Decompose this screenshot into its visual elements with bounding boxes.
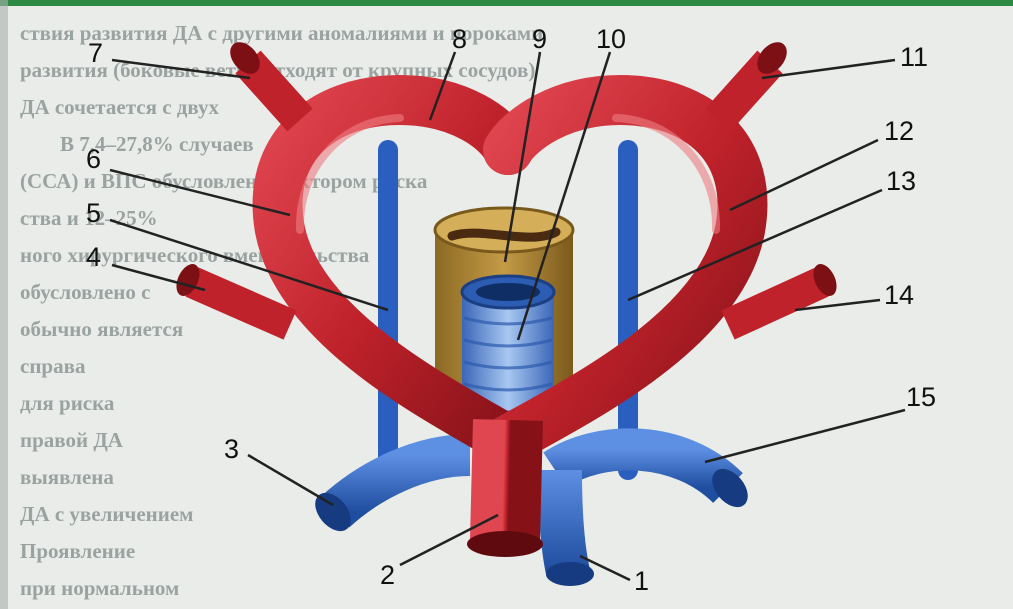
label-4: 4 bbox=[86, 242, 101, 272]
label-5: 5 bbox=[86, 198, 101, 228]
label-1: 1 bbox=[634, 566, 649, 596]
label-15: 15 bbox=[906, 382, 936, 412]
label-13: 13 bbox=[886, 166, 916, 196]
label-9: 9 bbox=[532, 24, 547, 54]
label-14: 14 bbox=[884, 280, 914, 310]
label-2: 2 bbox=[380, 560, 395, 590]
label-11: 11 bbox=[900, 42, 928, 72]
label-10: 10 bbox=[596, 24, 626, 54]
label-3: 3 bbox=[224, 434, 239, 464]
label-7: 7 bbox=[88, 38, 103, 68]
label-12: 12 bbox=[884, 116, 914, 146]
label-6: 6 bbox=[86, 144, 101, 174]
label-8: 8 bbox=[452, 24, 467, 54]
